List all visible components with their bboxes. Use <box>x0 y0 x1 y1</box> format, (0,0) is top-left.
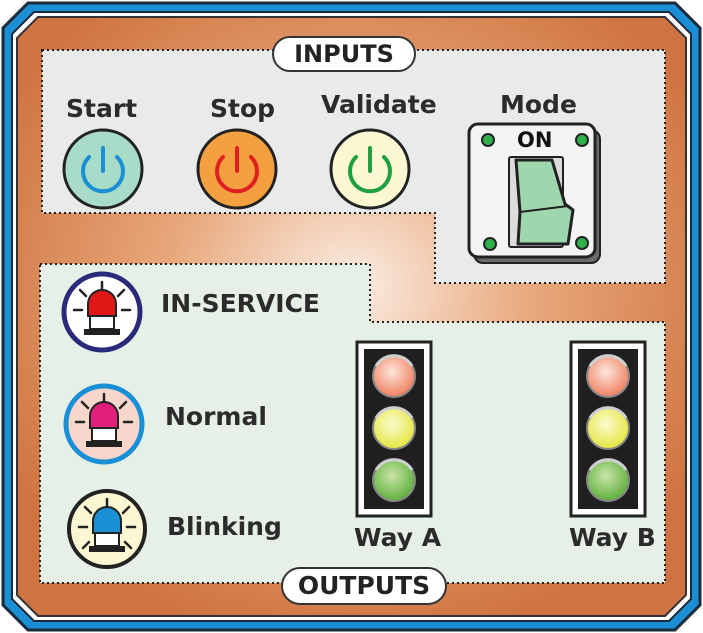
start-label: Start <box>66 94 138 123</box>
outputs-area <box>39 263 666 584</box>
way-a-label: Way A <box>354 523 442 552</box>
in-service-label: IN-SERVICE <box>161 289 321 318</box>
mode-label: Mode <box>500 90 577 119</box>
validate-label: Validate <box>321 90 437 119</box>
outputs-title: OUTPUTS <box>281 567 447 605</box>
power-icon <box>348 146 392 194</box>
toggle-lever <box>514 158 575 246</box>
traffic-light-icon <box>372 354 416 502</box>
way-b-traffic-light <box>569 340 647 518</box>
blinking-label: Blinking <box>167 512 282 541</box>
way-a-traffic-light <box>355 340 433 518</box>
beacon-icon <box>77 497 137 552</box>
mode-switch[interactable] <box>467 122 601 264</box>
beacon-icon <box>74 392 134 447</box>
mode-state-label: ON <box>517 128 553 152</box>
power-icon <box>81 146 125 194</box>
traffic-light-icon <box>586 354 630 502</box>
normal-indicator <box>63 383 145 465</box>
start-button[interactable] <box>62 128 144 210</box>
power-icon <box>215 146 259 194</box>
validate-button[interactable] <box>329 128 411 210</box>
normal-label: Normal <box>165 402 267 431</box>
in-service-indicator <box>61 271 143 353</box>
way-b-label: Way B <box>569 523 656 552</box>
inputs-title: INPUTS <box>272 36 416 72</box>
stop-label: Stop <box>210 94 276 123</box>
beacon-icon <box>72 280 132 335</box>
blinking-indicator <box>67 489 147 569</box>
stop-button[interactable] <box>196 128 278 210</box>
